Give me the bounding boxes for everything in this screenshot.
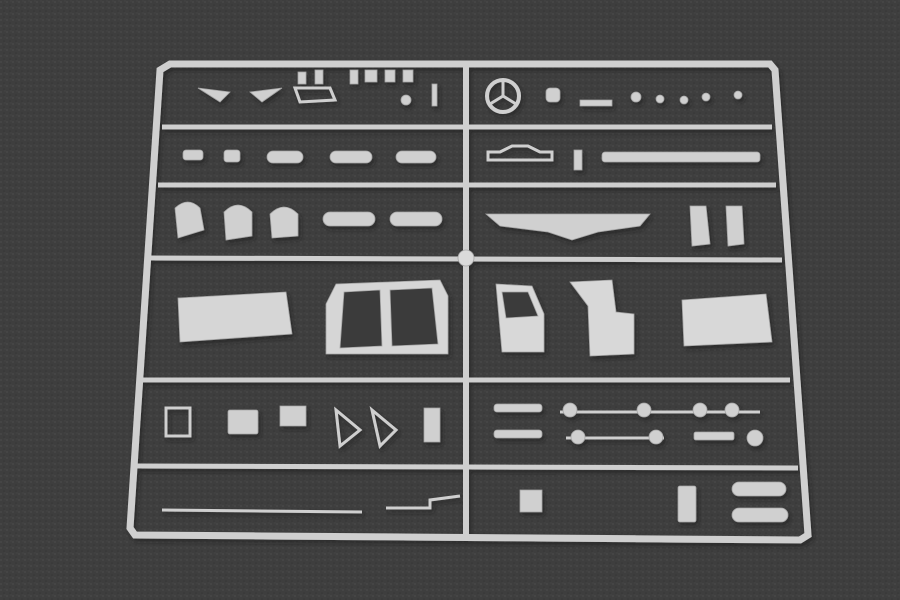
row3-parts [174, 201, 745, 247]
sprue-center-hub [457, 249, 475, 267]
row6-parts [161, 481, 789, 523]
row1-parts [197, 69, 743, 114]
sprue-frame [126, 60, 812, 544]
row4-parts [177, 279, 773, 357]
row2-parts [182, 144, 761, 171]
sprue-outer-frame [126, 60, 812, 544]
row5-parts [164, 402, 764, 449]
sprue-horizontal-runners [136, 124, 799, 471]
